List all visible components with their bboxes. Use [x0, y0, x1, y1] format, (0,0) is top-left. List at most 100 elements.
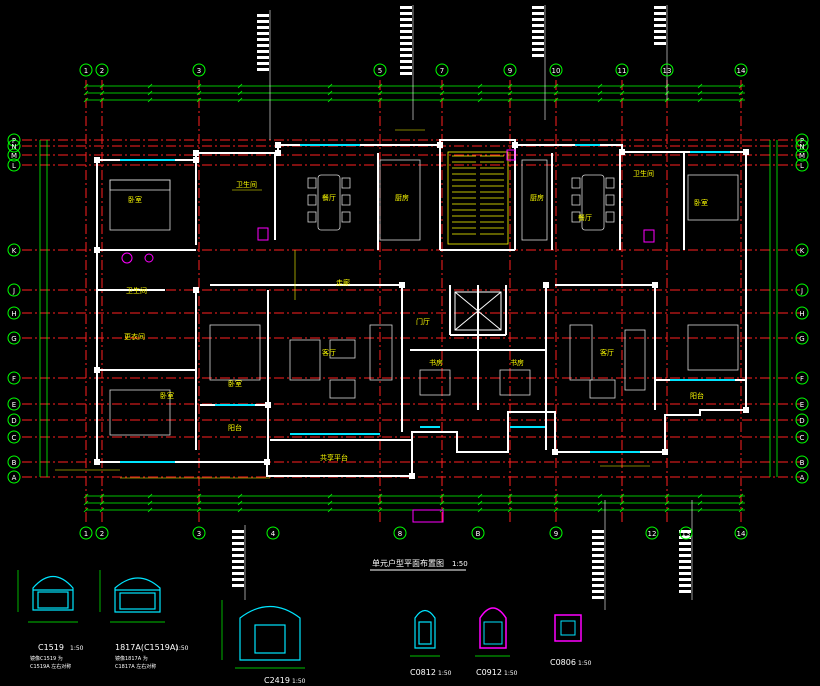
furniture — [109, 159, 739, 436]
axis-label: 3 — [197, 67, 201, 75]
axis-bubble: L — [795, 158, 809, 172]
axis-label: P — [12, 137, 16, 145]
axis-bubble: 5 — [373, 63, 387, 77]
axis-bubble: D — [795, 413, 809, 427]
window-detail-c0806 — [554, 614, 582, 642]
axis-label: B — [476, 530, 481, 538]
structural-columns — [94, 142, 749, 479]
window-detail-c1519 — [32, 575, 74, 611]
axis-label: D — [799, 417, 804, 425]
axis-bubble: J — [7, 283, 21, 297]
axis-label: M — [799, 152, 805, 160]
axis-bubble: B — [795, 455, 809, 469]
window-scale-c0806: 1:50 — [578, 660, 592, 667]
axis-label: B — [800, 459, 805, 467]
room-label-corridor: 走廊 — [336, 278, 350, 287]
axis-bubble: B — [7, 455, 21, 469]
axis-bubble: 10 — [549, 63, 563, 77]
axis-label: J — [800, 287, 803, 295]
room-label-study-right: 书房 — [510, 358, 524, 367]
annotation-leaders-yellow — [55, 129, 650, 479]
room-label-hall: 门厅 — [416, 317, 430, 326]
window-code-c2419: C2419 — [264, 676, 290, 685]
windows — [120, 144, 735, 463]
window-detail-1817a — [114, 577, 161, 613]
axis-label: L — [12, 162, 16, 170]
stairwell — [447, 151, 509, 245]
room-label-study-left: 书房 — [429, 358, 443, 367]
axis-label: 5 — [378, 67, 382, 75]
axis-bubble: 2 — [95, 526, 109, 540]
room-label-bedroom-2: 卧室 — [694, 198, 708, 207]
axis-bubble: 12 — [645, 526, 659, 540]
axis-label: A — [800, 474, 805, 482]
axis-bubble: 13 — [679, 526, 693, 540]
axis-label: 1 — [84, 530, 88, 538]
room-label-kitchen-right: 厨房 — [530, 193, 544, 202]
window-detail-c2419 — [239, 606, 301, 661]
window-note-1817a: 镜像1817A 为 — [115, 655, 148, 662]
room-label-bath-mid: 卫生间 — [126, 286, 147, 295]
axis-bubble: C — [795, 430, 809, 444]
axis-bubble: M — [795, 148, 809, 162]
axis-label: 9 — [508, 67, 512, 75]
axis-bubble: 3 — [192, 526, 206, 540]
dimension-ticks — [83, 83, 744, 513]
axis-label: 13 — [663, 67, 672, 75]
window-scale-1817a: 1:50 — [175, 645, 189, 652]
axis-label: E — [800, 401, 804, 409]
axis-bubble: 1 — [79, 526, 93, 540]
axis-bubble: A — [7, 470, 21, 484]
window-code-c0912: C0912 — [476, 668, 502, 677]
axis-label: 14 — [737, 530, 746, 538]
axis-bubble: P — [795, 133, 809, 147]
room-label-balcony-right: 阳台 — [690, 391, 704, 400]
axis-bubble: M — [7, 148, 21, 162]
axis-label: 8 — [398, 530, 402, 538]
axis-label: E — [12, 401, 16, 409]
axis-bubble: H — [795, 306, 809, 320]
axis-label: 12 — [648, 530, 657, 538]
room-label-living-right: 客厅 — [600, 348, 614, 357]
axis-bubble: 8 — [393, 526, 407, 540]
axis-label: 7 — [440, 67, 444, 75]
axis-bubble: 13 — [660, 63, 674, 77]
axis-bubble: K — [7, 243, 21, 257]
room-label-closet: 更衣间 — [124, 332, 145, 341]
axis-bubble: N — [795, 139, 809, 153]
axis-bubble: A — [795, 470, 809, 484]
axis-label: G — [799, 335, 804, 343]
window-scale-c1519: 1:50 — [70, 645, 84, 652]
axis-bubble: 2 — [95, 63, 109, 77]
axis-bubble: E — [795, 397, 809, 411]
axis-bubble: 9 — [549, 526, 563, 540]
window-scale-c0812: 1:50 — [438, 670, 452, 677]
sanitary-fixtures — [121, 149, 655, 523]
room-label-dining-left: 餐厅 — [322, 193, 336, 202]
room-label-bedroom-1: 卧室 — [128, 195, 142, 204]
axis-label: C — [12, 434, 17, 442]
axis-label: B — [12, 459, 17, 467]
axis-bubble: P — [7, 133, 21, 147]
axis-bubble: 3 — [192, 63, 206, 77]
window-note-c1519: 镜像C1519 为 — [30, 655, 63, 662]
axis-label: N — [799, 143, 804, 151]
room-label-dining-right: 餐厅 — [578, 213, 592, 222]
room-label-balcony-left: 阳台 — [228, 423, 242, 432]
axis-label: G — [11, 335, 16, 343]
axis-label: 4 — [271, 530, 276, 538]
annotation-text-stacks — [232, 6, 691, 599]
axis-label: 2 — [100, 67, 104, 75]
axis-label: N — [11, 143, 16, 151]
room-label-bath-right: 卫生间 — [633, 169, 654, 178]
room-label-kitchen-left: 厨房 — [395, 193, 409, 202]
axis-bubble: F — [795, 371, 809, 385]
axis-bubble: G — [795, 331, 809, 345]
room-label-living-left: 客厅 — [322, 348, 336, 357]
window-detail-c0812 — [414, 609, 436, 649]
axis-label: 1 — [84, 67, 88, 75]
